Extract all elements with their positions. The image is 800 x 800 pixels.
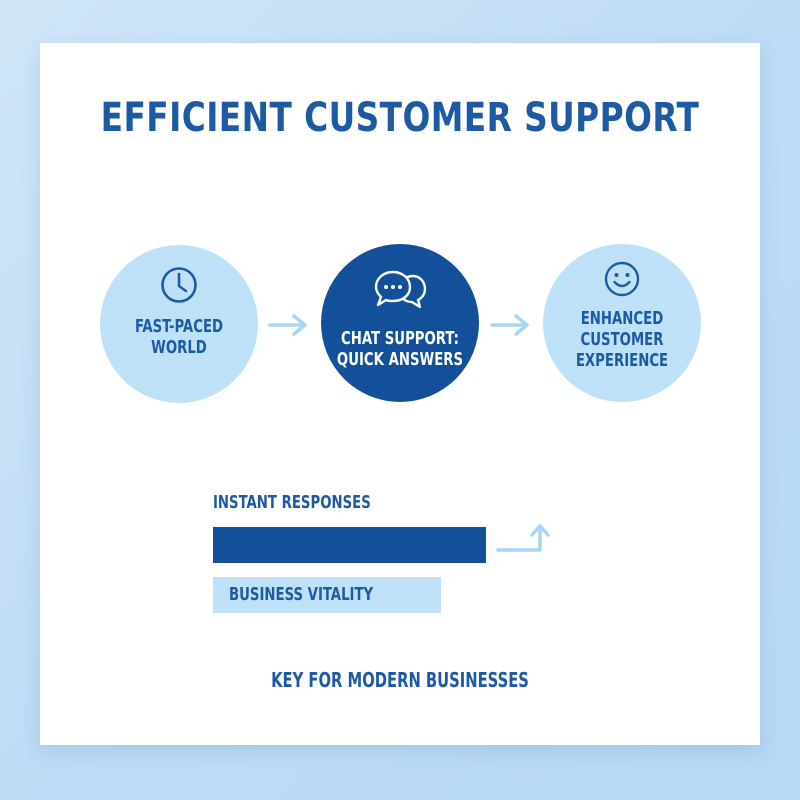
- flow-arrow-right-icon: [268, 312, 310, 342]
- footer-caption: KEY FOR MODERN BUSINESSES: [271, 668, 529, 692]
- flow-step-label: CHAT SUPPORT: QUICK ANSWERS: [335, 328, 465, 370]
- flow-step-fast-paced-world: FAST-PACED WORLD: [100, 245, 258, 403]
- instant-responses-bar: [213, 527, 486, 563]
- flow-arrow-right-icon: [490, 312, 532, 342]
- page-title: EFFICIENT CUSTOMER SUPPORT: [100, 95, 700, 141]
- smiley-icon: [603, 260, 641, 302]
- flow-step-chat-support: CHAT SUPPORT: QUICK ANSWERS: [321, 244, 479, 402]
- chat-bubbles-icon: [373, 270, 427, 322]
- flow-step-label-line: CHAT SUPPORT:: [341, 328, 459, 349]
- flow-step-label-line: QUICK ANSWERS: [336, 349, 464, 370]
- flow-step-label: FAST-PACED WORLD: [114, 316, 244, 358]
- business-vitality-label: BUSINESS VITALITY: [229, 584, 374, 605]
- business-vitality-bar: BUSINESS VITALITY: [213, 577, 441, 613]
- flow-step-enhanced-experience: ENHANCED CUSTOMER EXPERIENCE: [543, 244, 701, 402]
- clock-icon: [159, 265, 199, 309]
- flow-step-label-line: ENHANCED: [580, 308, 664, 329]
- flow-step-label-line: EXPERIENCE: [575, 350, 669, 371]
- instant-responses-label: INSTANT RESPONSES: [213, 492, 371, 513]
- flow-step-label-line: CUSTOMER: [580, 329, 664, 350]
- trend-up-arrow-icon: [496, 520, 552, 560]
- flow-step-label: ENHANCED CUSTOMER EXPERIENCE: [557, 308, 687, 371]
- flow-step-label-line: FAST-PACED: [134, 316, 224, 337]
- flow-step-label-line: WORLD: [151, 337, 207, 358]
